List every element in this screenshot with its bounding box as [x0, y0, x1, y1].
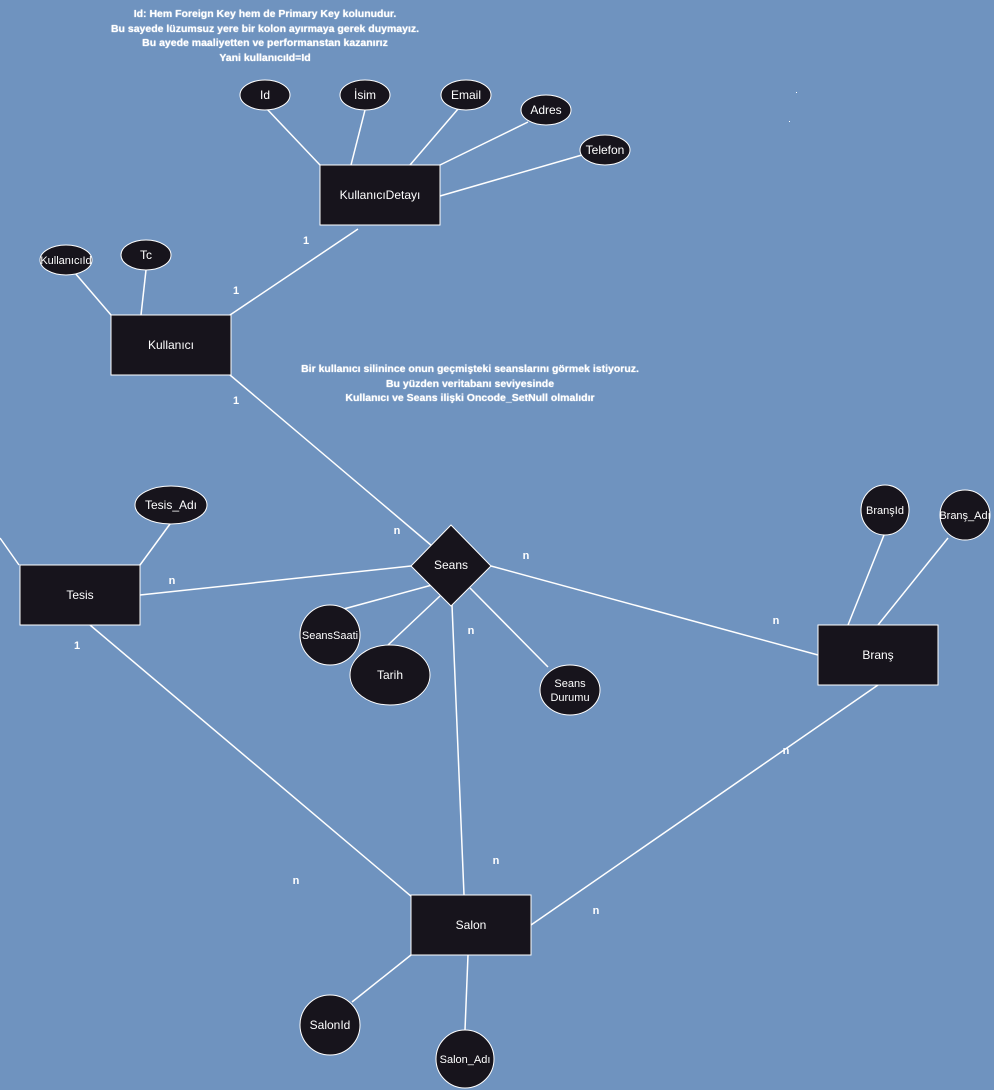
cardinality-label: 1: [233, 395, 239, 407]
attribute-tc[interactable]: Tc: [120, 239, 172, 271]
line-offscreen-tesis: [0, 537, 20, 566]
line-seans-salon: [451, 604, 465, 896]
attribute-label: Tc: [140, 248, 152, 262]
line-bransadi-brans: [877, 537, 949, 626]
note-line: Bu yüzden veritabanı seviyesinde: [385, 377, 555, 390]
cardinality-label: n: [783, 745, 790, 757]
line-seans-brans: [490, 565, 819, 656]
connector-lines: [0, 107, 949, 1031]
line-detay-kullanici: [229, 228, 359, 316]
line-seans-seansdurumu: [469, 587, 549, 668]
entity-label: Tesis: [66, 588, 93, 602]
line-kullaniciid-kullanici: [74, 272, 112, 316]
attribute-label: Id: [260, 88, 270, 102]
stray-dot: [796, 92, 797, 93]
cardinality-label: n: [468, 625, 475, 637]
note-line: Bu sayede lüzumsuz yere bir kolon ayırma…: [110, 22, 420, 35]
cardinality-label: n: [169, 575, 176, 587]
attribute-adres[interactable]: Adres: [520, 94, 572, 126]
line-tesis-seans: [139, 565, 412, 596]
entity-salon[interactable]: Salon: [410, 894, 532, 956]
attribute-label: KullanıcıId: [40, 255, 91, 267]
attribute-brans-id[interactable]: BranşId: [860, 484, 910, 536]
line-seans-seanssaati: [339, 584, 433, 611]
attribute-label: Adres: [530, 103, 561, 117]
line-salon-salonid: [351, 954, 412, 1003]
note-top: Id: Hem Foreign Key hem de Primary Key k…: [60, 7, 470, 65]
entity-kullanici-detayi[interactable]: KullanıcıDetayı: [319, 164, 441, 226]
line-kullanici-seans: [229, 374, 433, 547]
line-adres-detay: [439, 121, 529, 166]
line-tesisadi-tesis: [139, 523, 171, 566]
attribute-id[interactable]: Id: [239, 79, 291, 111]
attribute-kullanici-id[interactable]: KullanıcıId: [39, 244, 93, 276]
attribute-telefon[interactable]: Telefon: [579, 134, 631, 166]
relationship-label: Seans: [434, 558, 468, 572]
attribute-label: Tesis_Adı: [145, 498, 197, 512]
entity-brans[interactable]: Branş: [817, 624, 939, 686]
relationship-seans[interactable]: Seans: [410, 524, 492, 607]
attribute-label: Tarih: [377, 668, 403, 682]
attribute-isim[interactable]: İsim: [339, 79, 391, 111]
attribute-label: BranşId: [866, 505, 904, 517]
attribute-seans-saati[interactable]: SeansSaati: [299, 604, 361, 666]
entity-kullanici[interactable]: Kullanıcı: [110, 314, 232, 376]
attribute-label: Telefon: [586, 143, 625, 157]
line-telefon-detay: [439, 154, 583, 197]
cardinality-label: 1: [303, 235, 309, 247]
note-line: Bir kullanıcı silinince onun geçmişteki …: [301, 363, 639, 375]
attribute-email[interactable]: Email: [440, 79, 492, 111]
cardinality-label: 1: [74, 640, 80, 652]
line-email-detay: [409, 108, 459, 166]
cardinality-label: n: [593, 905, 600, 917]
cardinality-label: 1: [233, 285, 239, 297]
entity-label: KullanıcıDetayı: [340, 188, 421, 202]
line-id-detay: [265, 107, 321, 166]
cardinality-label: n: [523, 550, 530, 562]
entity-label: Salon: [456, 918, 487, 932]
attribute-label: Email: [451, 88, 481, 102]
attribute-tesis-adi[interactable]: Tesis_Adı: [134, 485, 208, 525]
line-tc-kullanici: [140, 269, 147, 316]
attribute-seans-durumu[interactable]: Seans Durumu: [539, 664, 601, 716]
note-line: Id: Hem Foreign Key hem de Primary Key k…: [133, 8, 397, 20]
attribute-label: Salon_Adı: [440, 1054, 491, 1066]
attribute-label-line-1: Seans: [554, 678, 586, 690]
attribute-label: SeansSaati: [302, 630, 358, 642]
attribute-label: Branş_Adı: [939, 510, 990, 522]
entity-tesis[interactable]: Tesis: [19, 564, 141, 626]
cardinality-label: n: [493, 855, 500, 867]
attribute-label-line-2: Durumu: [550, 692, 589, 704]
note-line: Yani kullanıcıId=Id: [219, 51, 311, 64]
stray-dot: [789, 121, 790, 122]
attribute-salon-adi[interactable]: Salon_Adı: [435, 1029, 495, 1089]
cardinality-label: n: [394, 525, 401, 537]
attribute-label: İsim: [354, 88, 376, 102]
line-bransid-brans: [847, 534, 885, 626]
note-line: Bu ayede maaliyetten ve performanstan ka…: [142, 37, 388, 49]
attribute-label: SalonId: [310, 1018, 351, 1032]
line-brans-salon: [530, 684, 879, 926]
cardinality-label: n: [773, 615, 780, 627]
line-isim-detay: [350, 109, 366, 166]
cardinality-label: n: [293, 875, 300, 887]
line-seans-tarih: [387, 595, 441, 646]
attribute-tarih[interactable]: Tarih: [349, 644, 431, 706]
note-line: Kullanıcı ve Seans ilişki Oncode_SetNull…: [345, 392, 595, 404]
line-tesis-salon: [89, 624, 426, 909]
attribute-brans-adi[interactable]: Branş_Adı: [939, 489, 991, 541]
entity-label: Branş: [862, 648, 893, 662]
note-middle: Bir kullanıcı silinince onun geçmişteki …: [255, 362, 685, 406]
attribute-salon-id[interactable]: SalonId: [299, 994, 361, 1056]
entity-label: Kullanıcı: [148, 338, 194, 352]
line-salon-salonadi: [464, 954, 469, 1031]
